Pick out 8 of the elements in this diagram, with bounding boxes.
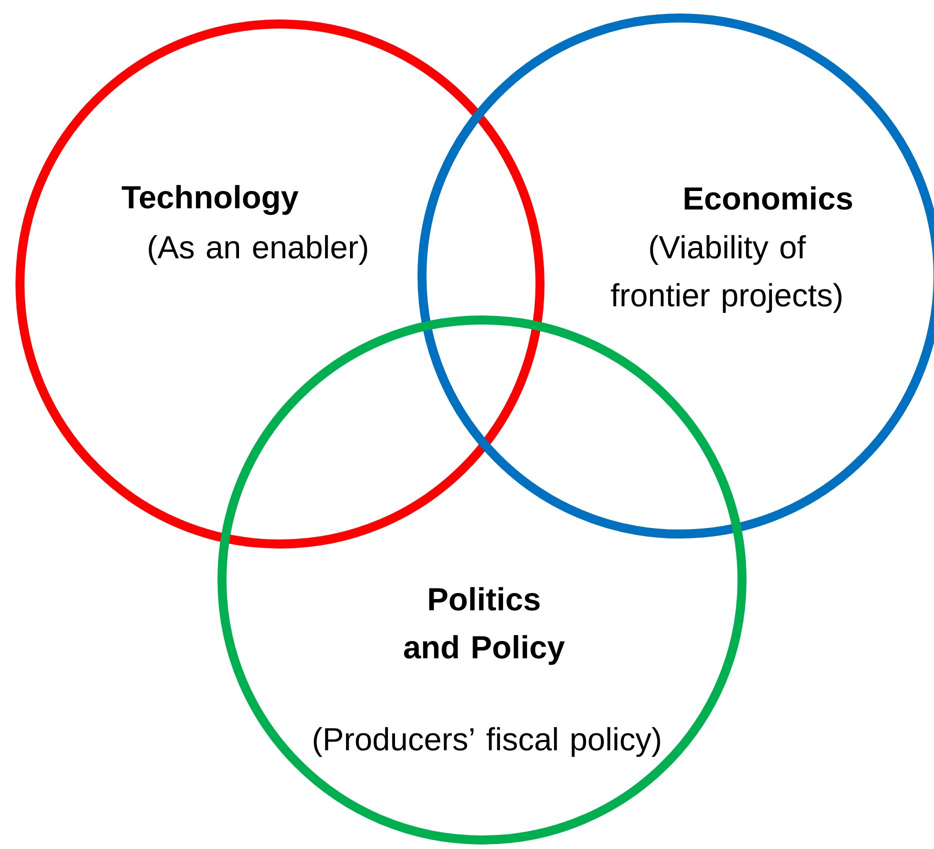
heading: Technology xyxy=(122,185,298,215)
circle xyxy=(218,316,746,844)
description: (As an enabler) xyxy=(148,235,368,265)
heading: Economics xyxy=(684,186,852,210)
circle xyxy=(16,20,544,548)
description: (Producers’ fiscal policy) xyxy=(314,727,660,757)
description: (Viability of frontier projects) xyxy=(610,235,842,313)
heading: Politics and Policy xyxy=(404,587,565,665)
